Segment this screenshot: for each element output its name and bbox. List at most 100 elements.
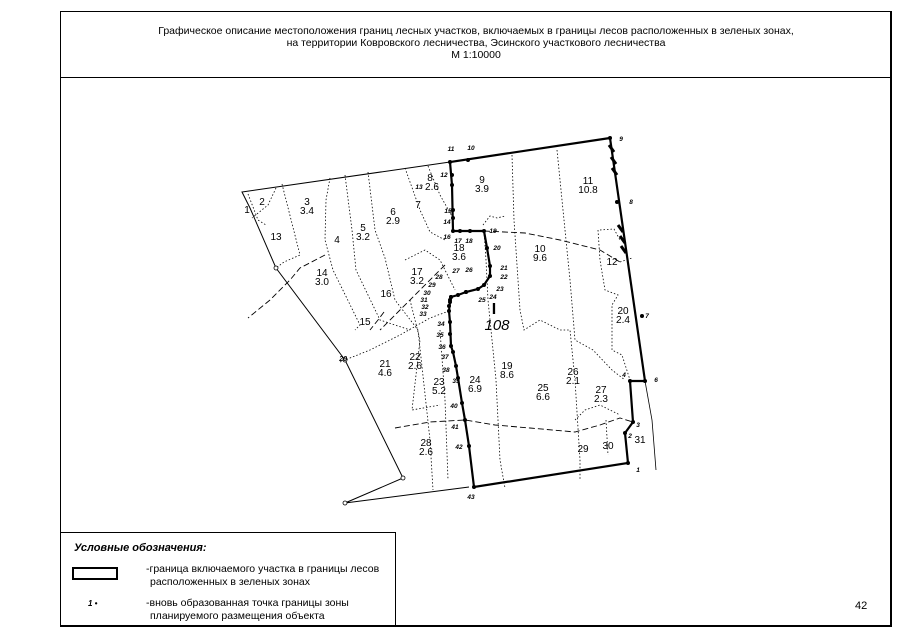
title-line-1: Графическое описание местоположения гран… [158,25,794,37]
boundary-point-label: 34 [437,321,445,328]
plot-number: 1 [244,205,250,216]
plot-number: 6 [390,207,396,218]
plot-number: 19 [501,361,513,372]
boundary-point-marker [482,283,486,287]
plot-area: 3.6 [452,252,466,263]
plot-area: 2.6 [419,447,433,458]
plot-number: 25 [537,383,549,394]
boundary-point-label: 1 [636,467,640,474]
boundary-point-label: 2 [627,433,632,440]
vertex-markers [447,136,647,489]
plot-number: 18 [453,243,465,254]
outer-survey-points [273,265,406,506]
boundary-symbol [72,567,118,580]
boundary-point-label: 35 [436,332,444,339]
boundary-point-label: 6 [654,377,658,384]
boundary-hatching [607,144,628,254]
boundary-point-marker [450,173,454,177]
plot-number: 23 [433,377,445,388]
boundary-point-marker [449,344,453,348]
boundary-point-label: 3 [636,422,640,429]
boundary-point-marker [468,229,472,233]
title-line-2: на территории Ковровского лесничества, Э… [286,37,666,49]
boundary-point-label: 29 [427,282,436,289]
boundary-point-label: 28 [434,274,443,281]
outer-point-label: 20 [338,356,347,363]
boundary-point-label: 31 [420,297,428,304]
plot-number: 30 [602,441,614,452]
point-description-line-2: планируемого размещения объекта [150,610,325,622]
plot-area: 3.4 [300,206,314,217]
legend: Условные обозначения: -граница включаемо… [60,532,396,627]
boundary-point-marker [623,431,627,435]
boundary-point-label: 33 [419,311,427,318]
plot-area: 6.9 [468,384,482,395]
boundary-point-marker [447,304,451,308]
boundary-point-marker [488,264,492,268]
plot-area: 8.6 [500,370,514,381]
boundary-point-marker [451,229,455,233]
boundary-point-marker [447,309,451,313]
boundary-point-marker [450,183,454,187]
boundary-description-line-2: расположенных в зеленых зонах [150,576,310,588]
legend-title: Условные обозначения: [74,542,207,554]
plot-number: 24 [469,375,481,386]
page-frame [60,11,892,627]
plot-number: 12 [606,257,618,268]
boundary-point-label: 18 [465,238,473,245]
boundary-point-label: 14 [443,219,451,226]
boundary-point-marker [615,200,619,204]
boundary-point-label: 11 [448,146,455,153]
boundary-point-marker [451,216,455,220]
boundary-point-label: 4 [621,372,626,379]
boundary-point-marker [456,293,460,297]
plot-number: 27 [595,385,607,396]
plot-number: 22 [409,352,421,363]
plot-number: 10 [534,244,546,255]
map-header: Графическое описание местоположения гран… [60,11,892,78]
quarter-number: 108 [484,317,510,334]
plot-number: 17 [411,267,423,278]
boundary-point-label: 42 [454,444,463,451]
plot-number: 3 [304,197,310,208]
plot-area: 3.2 [410,276,424,287]
boundary-point-label: 38 [442,367,450,374]
boundary-point-label: 13 [415,184,423,191]
point-symbol: 1 • [88,599,98,608]
plot-number: 14 [316,268,328,279]
plot-number: 2 [259,197,265,208]
boundary-description: -граница включаемого участка в границы л… [146,563,379,589]
boundary-point-marker [451,208,455,212]
boundary-point-marker [628,379,632,383]
plot-area: 10.8 [578,185,598,196]
boundary-point-marker [464,290,468,294]
forest-outer-boundary-right [644,380,657,471]
plot-number: 11 [583,176,594,187]
boundary-point-label: 27 [451,268,460,275]
quarter-symbol: I [492,301,496,318]
boundary-point-label: 26 [464,267,473,274]
boundary-point-marker [643,379,647,383]
boundary-point-marker [608,136,612,140]
plot-number: 4 [334,235,340,246]
point-description-line-1: -вновь образованная точка границы зоны [146,597,349,609]
boundary-point-label: 37 [441,354,449,361]
boundary-point-marker [454,364,458,368]
plot-area: 2.1 [566,376,580,387]
boundary-point-label: 30 [423,290,431,297]
boundary-point-marker [463,418,467,422]
boundary-point-label: 21 [499,265,508,272]
boundary-point-label: 40 [449,403,458,410]
road-lines [247,230,634,433]
plot-area: 2.3 [594,394,608,405]
plot-number: 5 [360,223,366,234]
boundary-point-marker [456,376,460,380]
plot-number: 20 [617,306,629,317]
boundary-point-marker [640,314,644,318]
boundary-point-label: 43 [466,494,475,501]
plot-area: 3.0 [315,277,329,288]
boundary-point-label: 32 [421,304,429,311]
scale-label: М 1:10000 [451,49,501,61]
boundary-point-marker [631,420,635,424]
